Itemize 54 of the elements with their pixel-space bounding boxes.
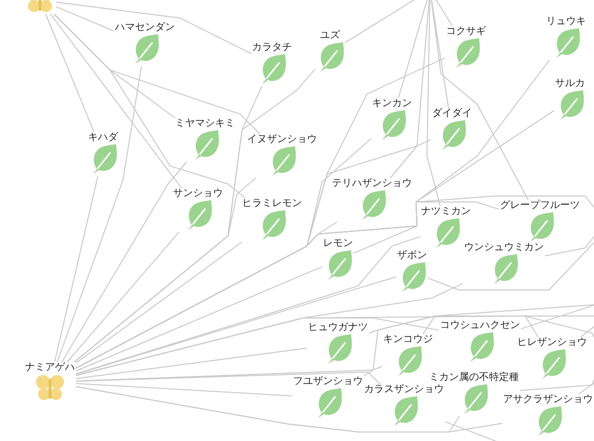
plant-name: ザボン xyxy=(396,250,428,262)
plant-name: グレープフルーツ xyxy=(499,200,581,212)
connector-line xyxy=(76,316,539,376)
plant-name: コウシュハクセン xyxy=(439,320,521,332)
connector-line xyxy=(45,14,94,132)
plant-name: ナミアゲハ xyxy=(24,362,76,374)
connector-line xyxy=(398,0,430,98)
connector-line xyxy=(430,0,449,108)
connector-line xyxy=(76,372,381,384)
plant-name: キハダ xyxy=(87,132,119,144)
plant-name: ヒュウガナツ xyxy=(307,322,369,334)
connector-line xyxy=(76,276,396,375)
plant-name: リュウキ xyxy=(545,16,587,28)
plant-name: コクサギ xyxy=(445,26,487,38)
connector-line xyxy=(426,0,441,206)
plant-name: ウンシュウミカン xyxy=(463,242,545,254)
plant-name: ミカン属の不特定種 xyxy=(428,372,520,384)
connector-line xyxy=(76,348,308,380)
plant-name: テリハザンショウ xyxy=(331,178,413,190)
plant-name: カラスザンショウ xyxy=(363,384,445,396)
plant-name: サルカ xyxy=(554,78,586,90)
connector-line xyxy=(76,242,242,364)
connector-line xyxy=(56,2,252,54)
connector-line xyxy=(368,304,594,334)
plant-name: イヌザンショウ xyxy=(246,134,318,146)
plant-name: カラタチ xyxy=(251,42,293,54)
connector-line xyxy=(76,236,420,374)
plant-name: ナツミカン xyxy=(420,206,472,218)
connector-line xyxy=(54,176,98,362)
connector-line xyxy=(422,316,594,334)
connector-line xyxy=(56,66,142,362)
connector-line xyxy=(50,14,182,188)
connector-line xyxy=(76,383,292,396)
connector-line xyxy=(362,316,594,376)
plant-name: フユザンショウ xyxy=(292,376,364,388)
plant-name: ヒラミレモン xyxy=(241,198,303,210)
connector-line xyxy=(61,162,187,362)
plant-name: キンコウジ xyxy=(382,334,434,346)
plant-name: キンカン xyxy=(371,98,413,110)
connector-line xyxy=(430,0,529,200)
connector-line xyxy=(66,232,180,362)
plant-name: サンショウ xyxy=(172,188,224,200)
connector-line xyxy=(56,6,114,32)
plant-name: ダイダイ xyxy=(431,108,473,120)
plant-name: レモン xyxy=(322,238,354,250)
plant-name: アサクラザンショウ xyxy=(502,394,594,406)
connector-line xyxy=(390,0,430,178)
plant-name: ヒレザンショウ xyxy=(516,337,588,349)
connector-line xyxy=(74,178,256,362)
connector-line xyxy=(54,14,260,134)
connector-line xyxy=(354,196,594,254)
connector-line xyxy=(76,266,322,372)
plant-name: ユズ xyxy=(319,30,341,42)
plant-name: ハマセンダン xyxy=(114,22,176,34)
